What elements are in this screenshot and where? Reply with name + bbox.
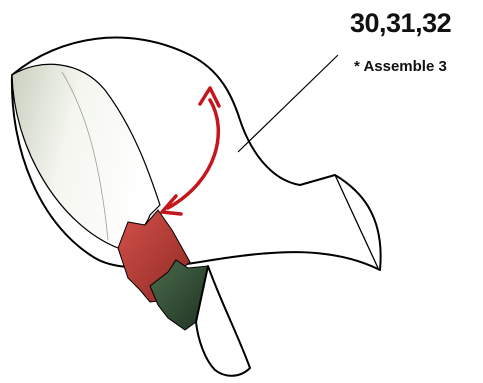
lower-flap <box>196 266 250 376</box>
assembly-note: * Assemble 3 <box>354 58 447 75</box>
leader-line <box>238 55 338 152</box>
part-number-label: 30,31,32 <box>350 8 451 39</box>
